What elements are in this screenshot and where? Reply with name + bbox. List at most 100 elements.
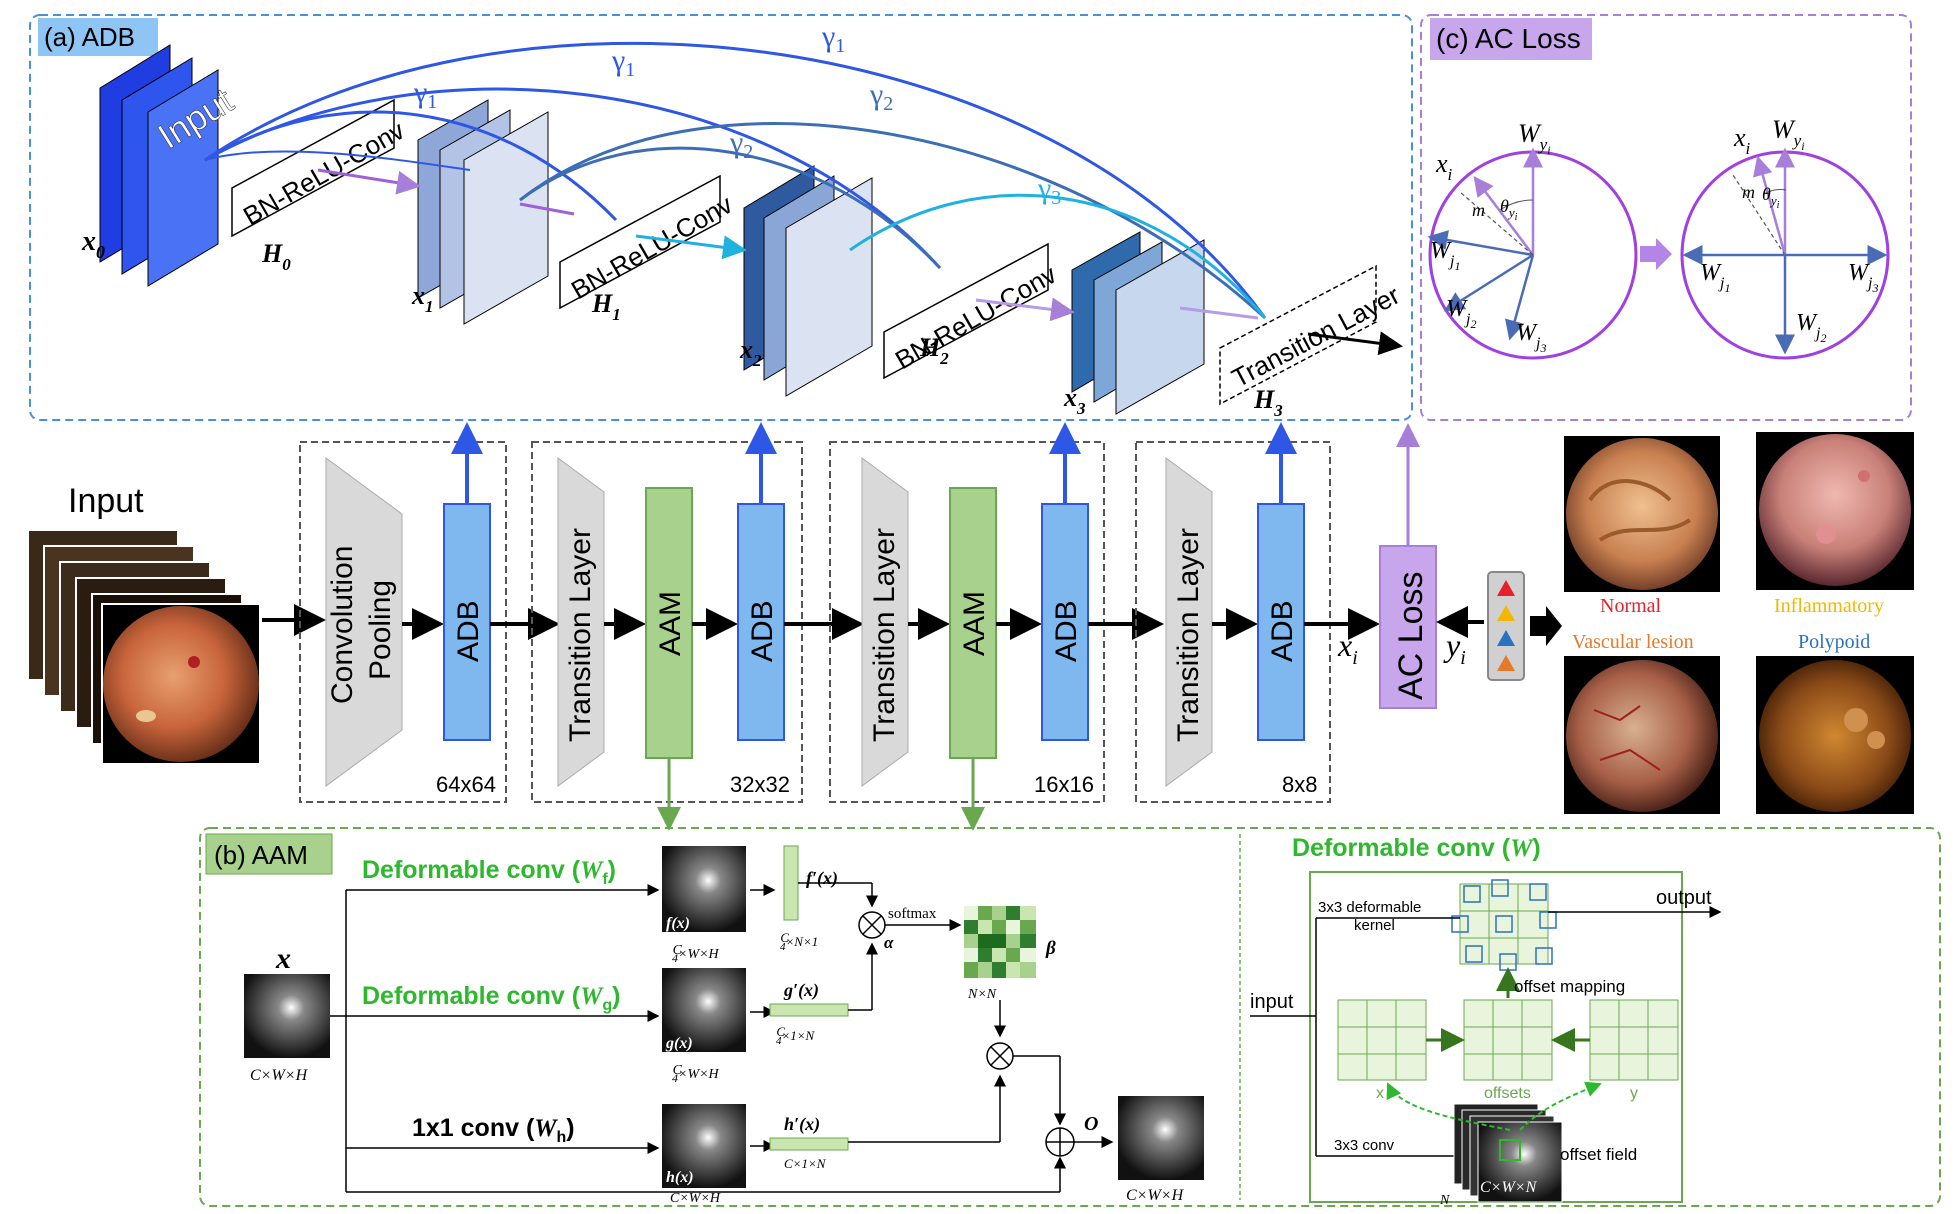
h1-block: BN-ReLU-Conv: [559, 174, 737, 310]
svg-text:output: output: [1656, 887, 1712, 909]
svg-text:kernel: kernel: [1354, 917, 1395, 934]
svg-text:offset field: offset field: [1560, 1145, 1637, 1164]
aam-input-map: [244, 974, 330, 1058]
svg-text:ADB: ADB: [746, 600, 779, 662]
h2-label: H2: [919, 333, 949, 368]
x0-feature-stack: Input: [99, 44, 240, 287]
svg-text:Transition Layer: Transition Layer: [868, 528, 901, 742]
label-vascular: Vascular lesion: [1572, 631, 1694, 653]
arrow-x1-h1: [519, 202, 575, 216]
ac-circle-before: Wyi xi m θyi Wj1 Wj2 Wj3: [1427, 119, 1638, 360]
svg-text:C4×1×N: C4×1×N: [776, 1024, 816, 1047]
gamma-1-b: γ1: [611, 44, 635, 81]
arrow-to-classes: [1530, 606, 1562, 646]
svg-text:Wj2: Wj2: [1446, 296, 1476, 331]
offset-y-grid: [1589, 999, 1679, 1081]
svg-text:xi: xi: [1435, 149, 1453, 184]
svg-text:Transition Layer: Transition Layer: [1172, 528, 1205, 742]
svg-text:Wyi: Wyi: [1772, 115, 1805, 153]
aam-block-2: [949, 487, 997, 759]
offsets-grid: [1463, 999, 1553, 1081]
deform-kernel-grid: [1451, 879, 1557, 971]
svg-text:ADB: ADB: [1050, 600, 1083, 662]
beta-attention-map: [964, 906, 1036, 978]
ac-transform-arrow: [1640, 238, 1672, 270]
x0-label: x0: [81, 226, 105, 262]
svg-text:softmax: softmax: [888, 906, 937, 922]
stage-2-box: [531, 441, 803, 803]
gamma-2-a: γ2: [869, 78, 893, 115]
svg-text:input: input: [1250, 991, 1294, 1013]
svg-text:Wj3: Wj3: [1516, 320, 1546, 355]
image-normal: [1564, 436, 1720, 592]
arrow-h3-out: [1307, 331, 1403, 356]
adb-block-3: [1041, 503, 1089, 741]
svg-text:Wj3: Wj3: [1848, 260, 1878, 295]
svg-text:C×1×N: C×1×N: [784, 1156, 827, 1171]
arrow-h1-x2: [635, 234, 747, 260]
hpx-vector: [769, 1137, 849, 1151]
aam-panel-title-box: [205, 833, 333, 875]
gpx-vector: [769, 1003, 849, 1017]
svg-text:C×W×N: C×W×N: [1480, 1179, 1538, 1196]
h0-label: H0: [261, 239, 291, 274]
svg-text:offset mapping: offset mapping: [1514, 977, 1625, 996]
svg-text:x: x: [1376, 1085, 1384, 1102]
label-normal: Normal: [1600, 595, 1662, 617]
svg-text:3x3 conv: 3x3 conv: [1334, 1137, 1395, 1154]
h0-block: BN-ReLU-Conv: [231, 98, 409, 238]
svg-text:f′(x): f′(x): [806, 868, 838, 889]
aam-panel-border: [199, 827, 1941, 1207]
svg-text:Pooling: Pooling: [364, 580, 397, 680]
svg-text:C4×W×H: C4×W×H: [672, 1063, 720, 1085]
svg-text:C4×W×H: C4×W×H: [672, 943, 720, 965]
adb-panel-title: (a) ADB: [44, 22, 135, 52]
svg-text:ADB: ADB: [1266, 600, 1299, 662]
x3-feature-stack: [1071, 231, 1205, 415]
transition-block-2: [861, 457, 909, 787]
size-32: 32x32: [730, 772, 790, 797]
svg-text:m: m: [1742, 182, 1755, 202]
svg-text:N: N: [1439, 1193, 1450, 1208]
svg-text:N×N: N×N: [967, 987, 997, 1002]
size-16: 16x16: [1034, 772, 1094, 797]
class-marker-yellow: [1497, 605, 1515, 621]
svg-text:3x3 deformable: 3x3 deformable: [1318, 899, 1421, 916]
label-polypoid: Polypoid: [1798, 631, 1870, 653]
svg-text:f(x): f(x): [666, 915, 690, 932]
gx-map: [662, 968, 746, 1052]
svg-text:offsets: offsets: [1484, 1085, 1531, 1102]
svg-text:Wj1: Wj1: [1700, 260, 1730, 295]
arrow-x3-h3: [1179, 306, 1259, 320]
conv-pooling-block: [325, 457, 403, 787]
svg-text:C4×N×1: C4×N×1: [780, 930, 818, 953]
svg-text:Wj1: Wj1: [1430, 238, 1460, 273]
svg-text:C×W×H: C×W×H: [670, 1191, 721, 1206]
x1-feature-stack: [417, 99, 549, 325]
image-polypoid: [1756, 656, 1914, 814]
class-marker-red: [1497, 580, 1515, 596]
fx-map: [662, 846, 746, 932]
ac-circle-after: Wyi xi m θyi Wj1 Wj3 Wj2: [1680, 115, 1890, 360]
h2-block: BN-ReLU-Conv: [883, 242, 1061, 380]
svg-text:g′(x): g′(x): [783, 980, 819, 1001]
x3-label: x3: [1063, 383, 1086, 418]
svg-text:Wj2: Wj2: [1796, 310, 1826, 345]
svg-text:y: y: [1630, 1085, 1638, 1102]
svg-text:θyi: θyi: [1500, 196, 1518, 223]
svg-text:m: m: [1472, 200, 1485, 220]
svg-text:h(x): h(x): [666, 1169, 694, 1186]
svg-text:α: α: [884, 933, 894, 952]
h1-label: H1: [591, 289, 621, 324]
x2-label: x2: [739, 335, 762, 370]
label-inflammatory: Inflammatory: [1774, 595, 1884, 617]
image-vascular: [1564, 656, 1720, 814]
ac-panel-title: (c) AC Loss: [1436, 23, 1581, 54]
svg-text:g(x): g(x): [665, 1035, 693, 1052]
svg-text:Wyi: Wyi: [1518, 119, 1551, 157]
x1-label: x1: [411, 281, 434, 316]
size-64: 64x64: [436, 772, 496, 797]
gamma-3: γ3: [1037, 172, 1061, 209]
deform-title: Deformable conv (W): [1292, 834, 1541, 862]
